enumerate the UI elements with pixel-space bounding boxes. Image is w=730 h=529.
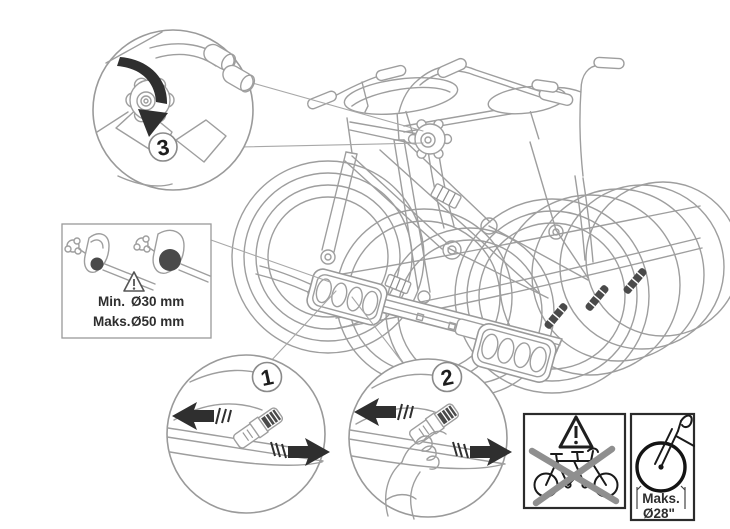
frame-clamp-min-icon (64, 233, 156, 291)
detail-circle-step1: 1 (166, 354, 330, 514)
max-diameter-value: Ø50 mm (131, 314, 184, 329)
wheel-straps (544, 268, 647, 329)
cross-out-icon (528, 445, 620, 507)
detail-circle-step2: 2 (348, 358, 512, 520)
step-badge-3: 3 (148, 132, 178, 162)
clamp-info-box: Min. Ø30 mm Maks. Ø50 mm (61, 223, 212, 339)
wheel-max-label: Maks. (642, 491, 680, 506)
small-warning-triangle-icon (123, 271, 145, 292)
strap-buckle-icon (232, 407, 284, 449)
arrow-right-icon (470, 438, 512, 466)
turn-knob-arrow-icon (117, 57, 168, 137)
warning-triangle-icon (558, 415, 594, 449)
max-diameter-label: Maks. (93, 314, 131, 329)
frame-clamp-knob (407, 119, 453, 159)
main-illustration (231, 56, 730, 397)
step-3-number: 3 (155, 134, 171, 161)
no-tandem-warning-box (522, 412, 627, 510)
pedals (384, 183, 462, 295)
step-1-number: 1 (259, 364, 276, 391)
tail-light-right (471, 323, 557, 383)
arrow-right-icon (288, 438, 330, 466)
step-badge-1: 1 (251, 361, 283, 393)
frame-clamp-max-icon (133, 229, 211, 283)
arrow-left-icon (354, 398, 396, 426)
arrow-left-icon (172, 402, 214, 430)
min-diameter-label: Min. (98, 294, 125, 309)
tail-light-left (306, 268, 388, 326)
handlebars (307, 56, 625, 177)
step-2-number: 2 (439, 364, 456, 391)
min-diameter-value: Ø30 mm (131, 294, 184, 309)
strap-buckle-icon (408, 403, 460, 445)
wheel-max-value: Ø28" (643, 506, 675, 521)
max-wheel-size-icon (635, 414, 695, 509)
wheel-size-box: Maks. Ø28" (629, 412, 696, 522)
step-badge-2: 2 (431, 361, 463, 393)
detail-circle-step3: 3 (92, 29, 256, 191)
leader-lines (210, 81, 424, 364)
bike-frames (344, 105, 589, 299)
hand-icon (384, 430, 447, 520)
